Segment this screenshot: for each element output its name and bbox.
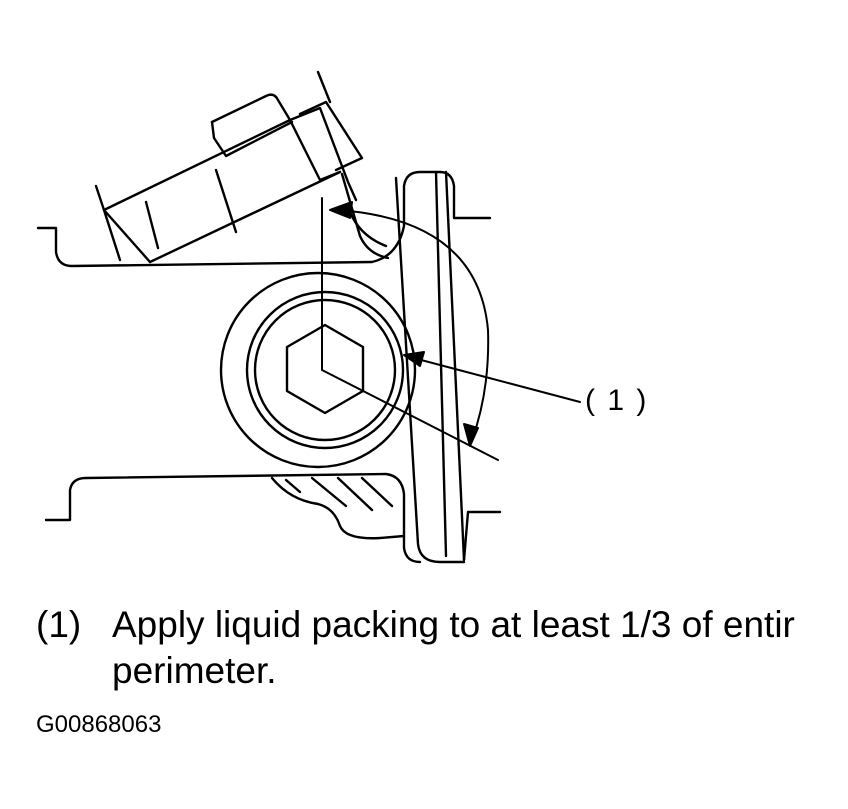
leader-lines (321, 197, 581, 461)
hex-socket-icon (285, 323, 365, 415)
plug-seal (219, 271, 417, 469)
engine-part-illustration (36, 70, 581, 564)
lower-flange (44, 472, 422, 564)
callout-label: ( 1 ) (585, 384, 649, 417)
note-line-1: Apply liquid packing to at least 1/3 of … (112, 604, 795, 645)
gasket-plate (394, 170, 502, 564)
note-line-2: perimeter. (112, 650, 277, 691)
figure-id: G00868063 (36, 711, 162, 738)
bracket-block (94, 70, 390, 264)
upper-flange (36, 170, 492, 268)
note-number: (1) (36, 604, 82, 645)
perimeter-arc (329, 201, 490, 447)
